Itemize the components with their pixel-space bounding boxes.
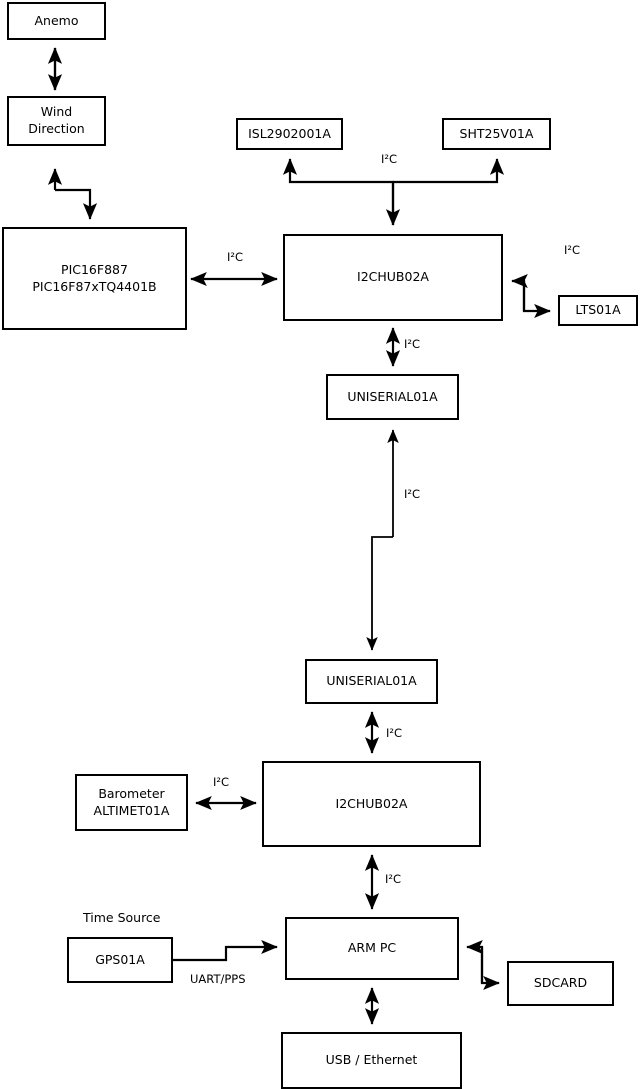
connector-hubtop-sensors — [282, 158, 505, 226]
node-pic-mcu-label: PIC16F887 PIC16F87xTQ4401B — [32, 261, 157, 294]
node-lts01a[interactable]: LTS01A — [558, 295, 638, 326]
node-wind-direction-label: Wind Direction — [28, 104, 85, 136]
edge-label-i2c-uniserial1-uniserial2: I²C — [404, 487, 421, 501]
edge-label-i2c-barometer-hub: I²C — [213, 775, 230, 789]
node-barometer-label: Barometer ALTIMET01A — [93, 785, 170, 818]
connector-wind-pic — [47, 168, 98, 220]
node-sdcard[interactable]: SDCARD — [507, 961, 614, 1006]
connector-uniserial1-uniserial2 — [366, 429, 399, 651]
node-arm-pc[interactable]: ARM PC — [285, 917, 459, 980]
node-uniserial01a-lower-label: UNISERIAL01A — [326, 673, 417, 689]
connector-gps-armpc — [173, 939, 278, 962]
edge-label-i2c-top-sensors: I²C — [381, 152, 398, 166]
node-arm-pc-label: ARM PC — [347, 940, 397, 956]
connector-hubtop-lts — [511, 273, 551, 319]
node-isl2902001a[interactable]: ISL2902001A — [236, 118, 343, 150]
node-i2chub02a-top[interactable]: I2CHUB02A — [283, 234, 503, 321]
node-uniserial01a-lower[interactable]: UNISERIAL01A — [305, 659, 438, 704]
node-isl2902001a-label: ISL2902001A — [248, 125, 331, 141]
node-wind-direction[interactable]: Wind Direction — [7, 96, 106, 146]
node-uniserial01a-upper-label: UNISERIAL01A — [347, 388, 438, 404]
node-usb-ethernet[interactable]: USB / Ethernet — [281, 1032, 462, 1089]
edge-label-i2c-pic-hub: I²C — [227, 250, 244, 264]
node-sht25v01a-label: SHT25V01A — [459, 125, 534, 141]
node-lts01a-label: LTS01A — [575, 302, 621, 318]
node-anemo[interactable]: Anemo — [7, 2, 106, 40]
node-barometer[interactable]: Barometer ALTIMET01A — [75, 774, 188, 831]
edge-label-uart-pps: UART/PPS — [190, 972, 246, 986]
node-gps01a-label: GPS01A — [95, 951, 145, 967]
node-anemo-label: Anemo — [34, 12, 79, 28]
edge-label-i2c-hub-lts: I²C — [564, 243, 581, 257]
edge-label-i2c-hub-uniserial1: I²C — [404, 337, 421, 351]
node-sdcard-label: SDCARD — [533, 975, 588, 991]
node-usb-ethernet-label: USB / Ethernet — [325, 1052, 418, 1068]
node-i2chub02a-top-label: I2CHUB02A — [357, 269, 429, 285]
node-pic-mcu[interactable]: PIC16F887 PIC16F87xTQ4401B — [2, 227, 187, 330]
node-sht25v01a[interactable]: SHT25V01A — [442, 118, 551, 150]
node-i2chub02a-bottom[interactable]: I2CHUB02A — [262, 761, 481, 847]
node-i2chub02a-bottom-label: I2CHUB02A — [335, 795, 408, 811]
edge-label-i2c-uniserial2-hub: I²C — [386, 726, 403, 740]
node-uniserial01a-upper[interactable]: UNISERIAL01A — [326, 374, 459, 420]
node-gps01a[interactable]: GPS01A — [67, 937, 173, 983]
connector-armpc-sdcard — [466, 939, 500, 991]
edge-label-i2c-hub-armpc: I²C — [385, 872, 402, 886]
label-time-source: Time Source — [83, 910, 161, 925]
